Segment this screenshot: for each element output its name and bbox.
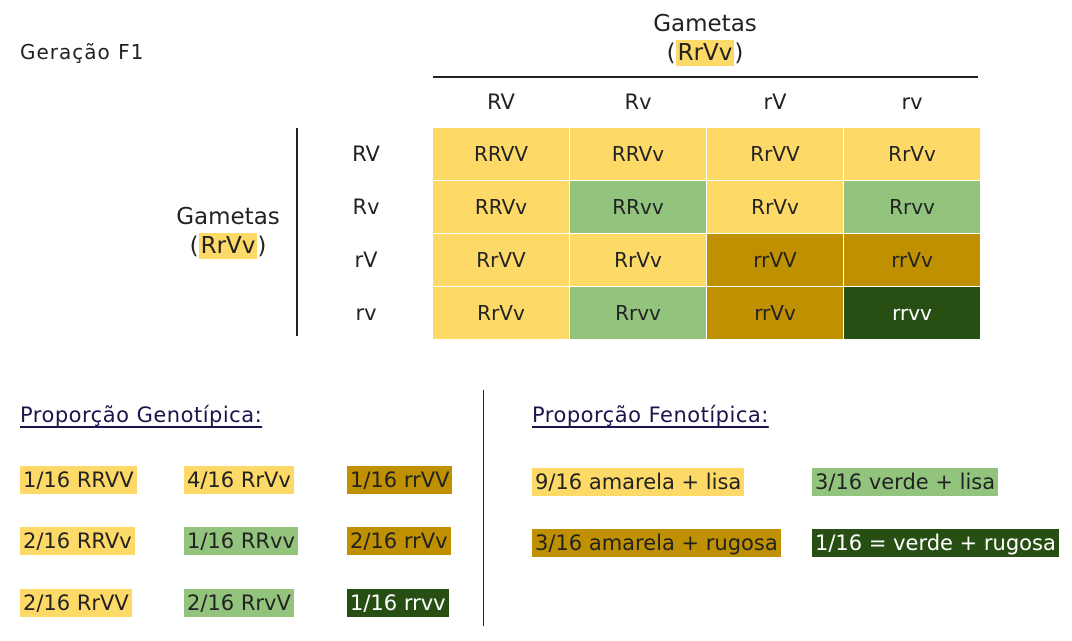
punnett-cell: rrVV — [707, 234, 843, 286]
punnett-cell: RRvv — [570, 181, 706, 233]
punnett-cell: RrVV — [433, 234, 569, 286]
row-gamete: RV — [352, 142, 380, 166]
genotype-ratio-tag: 4/16 RrVv — [184, 466, 294, 494]
punnett-cell: RrVv — [844, 128, 980, 180]
phenotype-ratio-tag: 9/16 amarela + lisa — [532, 468, 745, 496]
left-header-rule — [296, 128, 298, 336]
top-gametes-genotype: (RrVv) — [666, 40, 744, 66]
top-gametes-label: Gametas — [653, 11, 757, 37]
top-header-rule — [433, 76, 978, 78]
column-gamete: Rv — [624, 90, 652, 114]
top-genotype-highlight: RrVv — [675, 40, 735, 66]
genotypic-proportion-title: Proporção Genotípica: — [20, 403, 263, 427]
genotype-ratio-tag: 1/16 rrVV — [347, 466, 453, 494]
column-gamete: rV — [763, 90, 787, 114]
left-genotype-highlight: RrVv — [198, 233, 258, 259]
phenotype-ratio-tag: 3/16 verde + lisa — [812, 468, 999, 496]
column-gamete: RV — [487, 90, 515, 114]
genotype-ratio-tag: 1/16 RRvv — [184, 527, 298, 555]
punnett-cell: rrVv — [707, 287, 843, 339]
genotype-ratio-tag: 2/16 rrVv — [347, 527, 451, 555]
punnett-cell: rrVv — [844, 234, 980, 286]
left-gametes-genotype: (RrVv) — [189, 233, 267, 259]
punnett-cell: Rrvv — [844, 181, 980, 233]
punnett-cell: rrvv — [844, 287, 980, 339]
punnett-cell: RrVV — [707, 128, 843, 180]
phenotypic-proportion-title: Proporção Fenotípica: — [532, 403, 769, 427]
page-title: Geração F1 — [20, 40, 145, 64]
row-gamete: rv — [355, 301, 377, 325]
section-divider — [483, 390, 484, 626]
left-gametes-label: Gametas — [176, 204, 280, 230]
punnett-cell: RrVv — [707, 181, 843, 233]
genotype-ratio-tag: 2/16 RrVV — [20, 589, 132, 617]
column-gamete: rv — [901, 90, 923, 114]
punnett-cell: RrVv — [433, 287, 569, 339]
genotype-ratio-tag: 1/16 RRVV — [20, 466, 137, 494]
genotype-ratio-tag: 1/16 rrvv — [347, 589, 449, 617]
row-gamete: rV — [354, 248, 378, 272]
top-gametes-header: Gametas (RrVv) — [620, 10, 790, 68]
row-gamete: Rv — [352, 195, 380, 219]
phenotype-ratio-tag: 1/16 = verde + rugosa — [812, 529, 1059, 557]
genotype-ratio-tag: 2/16 RrvV — [184, 589, 294, 617]
punnett-cell: RRVV — [433, 128, 569, 180]
genotype-ratio-tag: 2/16 RRVv — [20, 527, 135, 555]
phenotype-ratio-tag: 3/16 amarela + rugosa — [532, 529, 781, 557]
punnett-cell: RRVv — [433, 181, 569, 233]
punnett-cell: RrVv — [570, 234, 706, 286]
punnett-cell: Rrvv — [570, 287, 706, 339]
punnett-cell: RRVv — [570, 128, 706, 180]
left-gametes-header: Gametas (RrVv) — [168, 203, 288, 261]
